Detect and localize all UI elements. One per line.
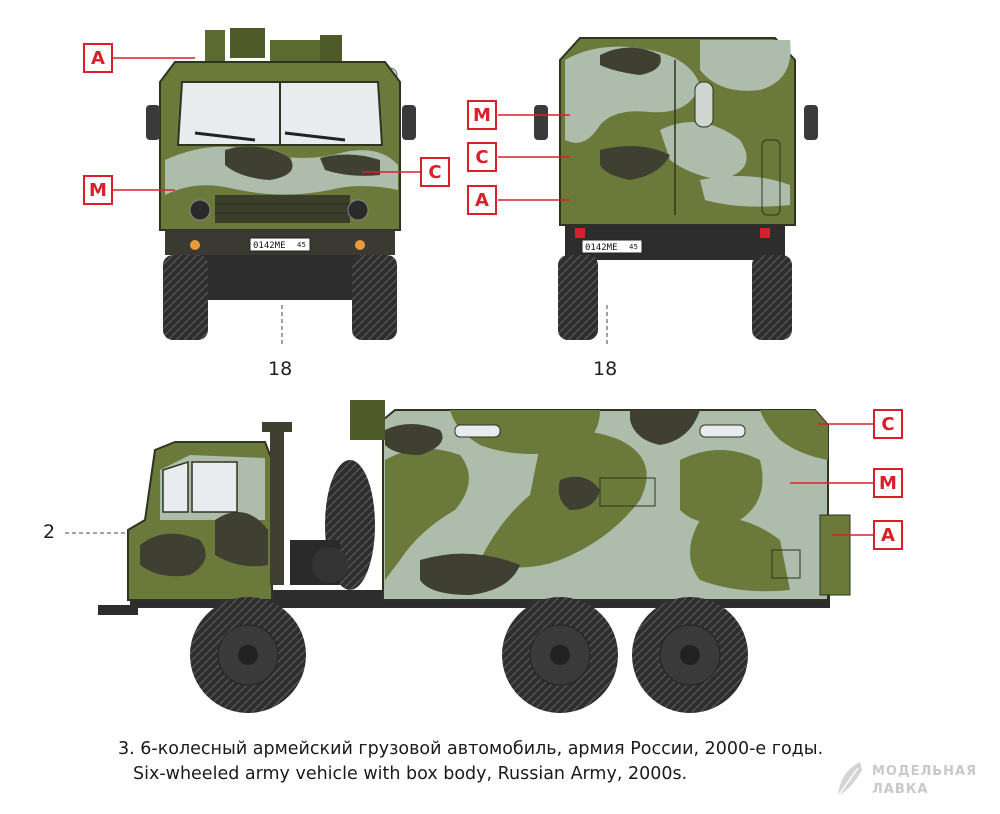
rear-view: 0142МЕ 45: [534, 37, 818, 340]
watermark-line1: МОДЕЛЬНАЯ: [872, 764, 978, 779]
side-front-wheel: [190, 597, 306, 713]
rear-left-tire: [558, 255, 598, 340]
side-rear-wheel: [632, 597, 748, 713]
callout-side-c: C: [873, 409, 903, 439]
front-view: 0142МЕ 45: [146, 28, 416, 340]
callout-front-a: A: [83, 43, 113, 73]
leader-side-cab: 2: [43, 521, 56, 543]
watermark-logo: МОДЕЛЬНАЯ ЛАВКА: [832, 758, 982, 804]
watermark-line2: ЛАВКА: [872, 782, 929, 797]
callout-rear-m: M: [467, 100, 497, 130]
leader-rear-wheel: 18: [593, 358, 618, 380]
leader-lines: [113, 57, 873, 536]
caption-russian: 3. 6-колесный армейский грузовой автомоб…: [118, 739, 824, 759]
caption-english: Six-wheeled army vehicle with box body, …: [133, 764, 688, 784]
leader-front-wheel: 18: [268, 358, 293, 380]
callout-rear-c: C: [467, 142, 497, 172]
front-left-tire: [163, 255, 208, 340]
callout-front-m: M: [83, 175, 113, 205]
rear-plate-region: 45: [629, 243, 638, 251]
callout-front-c: C: [420, 157, 450, 187]
callout-side-m: M: [873, 468, 903, 498]
callout-side-a: A: [873, 520, 903, 550]
front-plate-number: 0142МЕ: [253, 241, 286, 251]
front-plate-region: 45: [297, 241, 306, 249]
side-mid-wheel: [502, 597, 618, 713]
callout-rear-a: A: [467, 185, 497, 215]
dashed-leaders: [65, 305, 608, 534]
feather-icon: [837, 762, 862, 797]
rear-plate-number: 0142МЕ: [585, 243, 618, 253]
side-view: [98, 400, 851, 713]
front-right-tire: [352, 255, 397, 340]
rear-right-tire: [752, 255, 792, 340]
